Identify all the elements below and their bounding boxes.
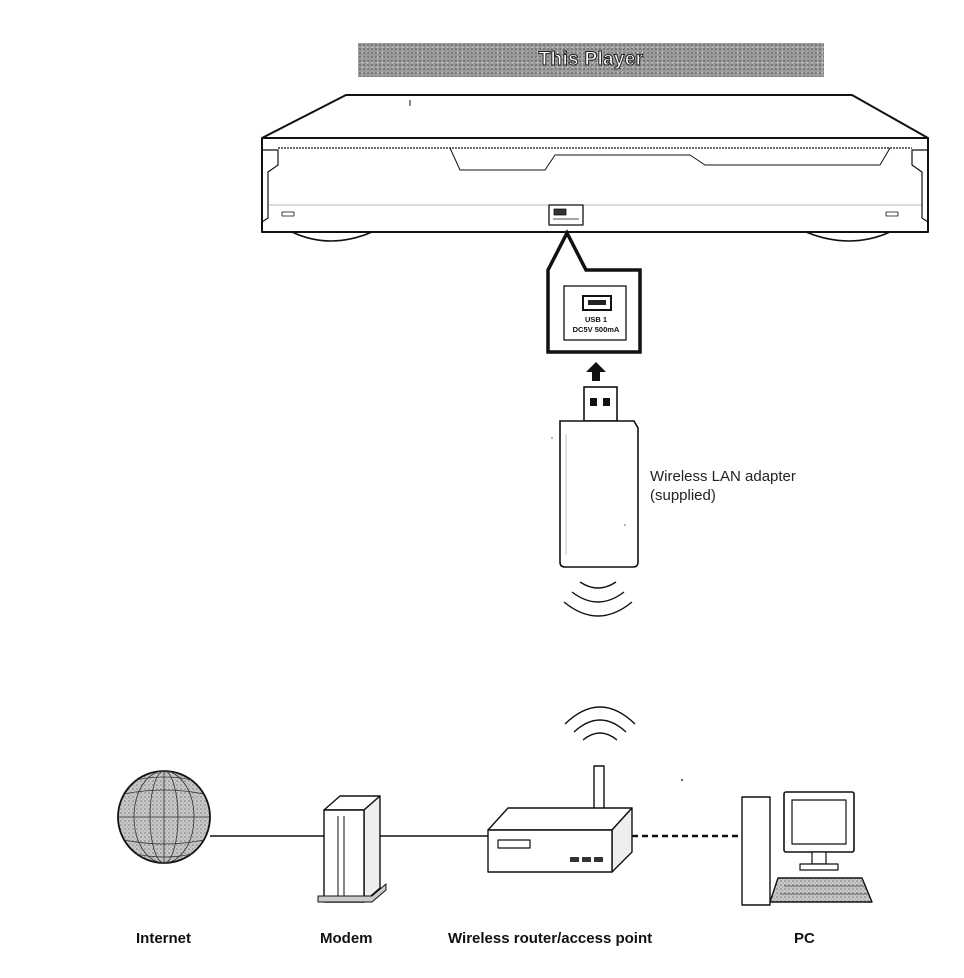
wireless-lan-adapter-icon	[551, 387, 638, 567]
usb-port-rating: DC5V 500mA	[573, 325, 620, 334]
adapter-signal-waves-icon	[564, 582, 632, 616]
internet-label: Internet	[136, 930, 191, 947]
usb-port-callout: USB 1 DC5V 500mA	[548, 233, 640, 352]
modem-icon	[318, 796, 386, 902]
usb-port-name: USB 1	[585, 315, 607, 324]
player-foot-right	[806, 232, 890, 241]
pc-label: PC	[794, 930, 815, 947]
wireless-lan-adapter-label: Wireless LAN adapter (supplied)	[650, 467, 796, 505]
adapter-label-line2: (supplied)	[650, 486, 796, 505]
router-label: Wireless router/access point	[448, 930, 652, 947]
adapter-label-line1: Wireless LAN adapter	[650, 467, 796, 486]
wireless-router-icon	[488, 766, 683, 872]
up-arrow-icon	[586, 362, 606, 381]
modem-label: Modem	[320, 930, 373, 947]
pc-icon	[742, 792, 872, 905]
router-signal-waves-icon	[565, 707, 635, 740]
internet-globe-icon	[118, 771, 210, 863]
player-foot-left	[292, 232, 372, 241]
player-icon	[262, 95, 928, 241]
